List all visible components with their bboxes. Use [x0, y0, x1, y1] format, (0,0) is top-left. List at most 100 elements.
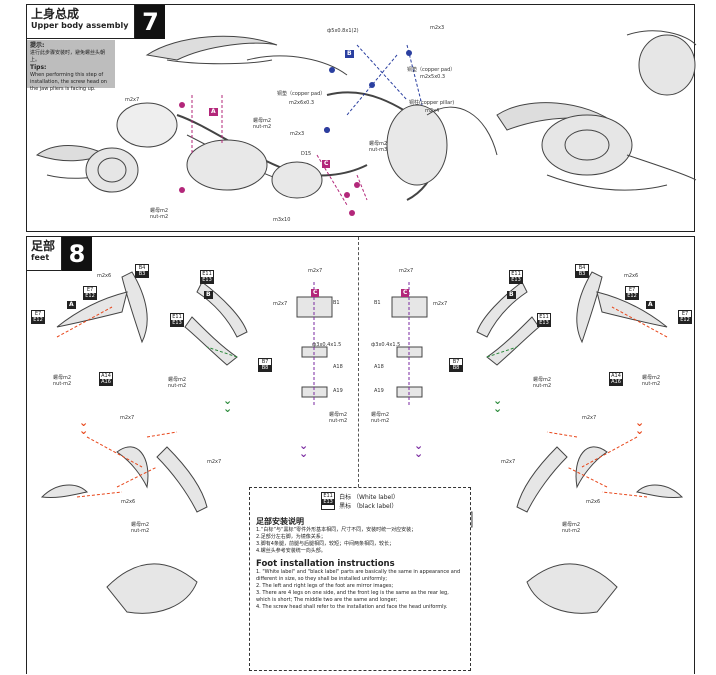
label-nut-left-d: 螺母m2 — [131, 522, 150, 528]
instructions-en-1: 1. "White label" and "black label" parts… — [256, 569, 461, 582]
label-copper-pillar-size: m2x4 — [425, 108, 440, 114]
instructions-cn-1: 1.“白标”与“黑标”零件外形基本相同，尺寸不同，安装时统一对应安装； — [256, 527, 417, 533]
label-phi-left: ф3x0.4x1.5 — [312, 342, 342, 348]
label-shaft: ф5x0.8x1(2) — [327, 28, 359, 34]
feet-illustration — [40, 271, 684, 614]
label-copper-pad-size: m2x5x0.3 — [420, 74, 446, 80]
label-nut2-en: nut-m2 — [150, 214, 169, 220]
label-nut-right-c: 螺母m2 — [371, 412, 390, 418]
instructions-cn-3: 3.脚有4条腿，前腿与后腿相同，较短；中间两条相同，较长； — [256, 541, 394, 547]
label-m2x7-left-d: m2x7 — [120, 415, 135, 421]
instructions-cn-4: 4.螺丝头参考安装统一向头部。 — [256, 548, 326, 554]
instructions-en-2: 2. The left and right legs of the foot a… — [256, 583, 394, 589]
label-m2x7-left-c: m2x7 — [308, 268, 323, 274]
step-7-title-cn: 上身总成 — [31, 7, 80, 21]
legend-code: E11 E13 — [321, 492, 336, 510]
label-m2x3-top: m2x3 — [430, 25, 445, 31]
legend-black-code: E13 — [322, 499, 335, 505]
label-d15: D15 — [301, 151, 312, 157]
instructions-cn-title: 足部安装说明 — [256, 517, 304, 526]
label-m2x7: m2x7 — [125, 97, 140, 103]
label-b1-right: B1 — [374, 300, 381, 306]
tips-cn-text: 进行此步骤安装时，避免螺丝头朝上。 — [30, 50, 106, 63]
label-nut1-en: nut-m2 — [253, 124, 272, 130]
label-nut3: 螺母m2 — [369, 141, 388, 147]
label-b1-left: B1 — [333, 300, 340, 306]
step-7-section: 上身总成 Upper body assembly 7 提示: 进行此步骤安装时，… — [26, 4, 697, 232]
legend-white-code: E11 — [323, 493, 333, 499]
tag-a: A — [209, 108, 218, 116]
label-nut-left-b: 螺母m2 — [168, 377, 187, 383]
chevron-down-icon-green-left: ⌄⌄ — [223, 394, 233, 415]
tag-c: C — [322, 160, 331, 168]
label-nut-en-left-b: nut-m2 — [168, 383, 187, 389]
tag-c-right: C — [401, 289, 410, 297]
legend-black-label: 黑标 （black label） — [339, 503, 398, 510]
instructions-en-3: 3. There are 4 legs on one side, and the… — [256, 590, 449, 603]
label-nut-right-b: 螺母m2 — [533, 377, 552, 383]
foot-instructions-box: E11 E13 白标 （White label） 黑标 （black label… — [249, 487, 471, 671]
step-8-title-cn: 足部 — [31, 239, 56, 253]
label-nut-en-right-a: nut-m2 — [642, 381, 661, 387]
tips-en-text: When performing this step of installatio… — [30, 72, 107, 92]
label-m2x3: m2x3 — [290, 131, 305, 137]
chevron-down-icon-orange-right: ⌄⌄ — [635, 416, 645, 437]
step-8-header: 足部 feet 8 — [27, 237, 93, 271]
label-copper-pad2: 铜垫（copper pad） — [277, 91, 326, 97]
label-nut-en-right-c: nut-m2 — [371, 418, 390, 424]
label-copper-pad2-size: m2x6x0.3 — [289, 100, 315, 106]
label-copper-pillar: 铜柱(copper pillar) — [409, 100, 455, 106]
instructions-en-title: Foot installation instructions — [256, 559, 395, 569]
label-nut-en-left-a: nut-m2 — [53, 381, 72, 387]
label-m2x7-left-e: m2x7 — [207, 459, 222, 465]
label-nut-left-a: 螺母m2 — [53, 375, 72, 381]
tag-b: B — [345, 50, 354, 58]
label-m2x6-left: m2x6 — [97, 273, 112, 279]
manual-page: 上身总成 Upper body assembly 7 提示: 进行此步骤安装时，… — [26, 0, 697, 674]
tag-a-right: A — [646, 301, 655, 309]
label-m2x6-left-b: m2x6 — [121, 499, 136, 505]
label-m2x7-right-e: m2x7 — [501, 459, 516, 465]
upper-body-illustration — [35, 30, 697, 216]
center-divider — [358, 237, 359, 487]
label-nut-en-right-d: nut-m2 — [562, 528, 581, 534]
label-nut-en-right-b: nut-m2 — [533, 383, 552, 389]
label-nut-en-left-d: nut-m2 — [131, 528, 150, 534]
label-copper-pad: 铜垫（copper pad） — [407, 67, 456, 73]
chevron-down-icon-green-right: ⌄⌄ — [493, 394, 503, 415]
tips-box: 提示: 进行此步骤安装时，避免螺丝头朝上。 Tips: When perform… — [27, 40, 115, 92]
label-nut3-en: nut-m3 — [369, 147, 388, 153]
step-7-number: 7 — [135, 5, 166, 39]
label-nut-left-c: 螺母m2 — [329, 412, 348, 418]
label-nut1: 螺母m2 — [253, 118, 272, 124]
chevron-down-icon-purple-left: ⌄⌄ — [299, 439, 309, 460]
instructions-en-4: 4. The screw head shall refer to the ins… — [256, 604, 448, 610]
label-m3x10: m3x10 — [273, 217, 291, 223]
label-m2x7-right-d: m2x7 — [582, 415, 597, 421]
tag-a-left: A — [67, 301, 76, 309]
label-m2x7-right-b: m2x7 — [433, 301, 448, 307]
legend-white-label: 白标 （White label） — [339, 494, 399, 501]
label-nut-right-d: 螺母m2 — [562, 522, 581, 528]
step-8-section: 足部 feet 8 — [26, 236, 695, 674]
label-a18-right: A18 — [374, 364, 384, 370]
tag-c-left: C — [311, 289, 320, 297]
step-8-title-en: feet — [31, 253, 50, 262]
step-8-number: 8 — [62, 237, 93, 271]
label-a18-left: A18 — [333, 364, 343, 370]
instructions-cn-2: 2.足部分左右脚，为镜像关系； — [256, 534, 326, 540]
label-a19-left: A19 — [333, 388, 343, 394]
